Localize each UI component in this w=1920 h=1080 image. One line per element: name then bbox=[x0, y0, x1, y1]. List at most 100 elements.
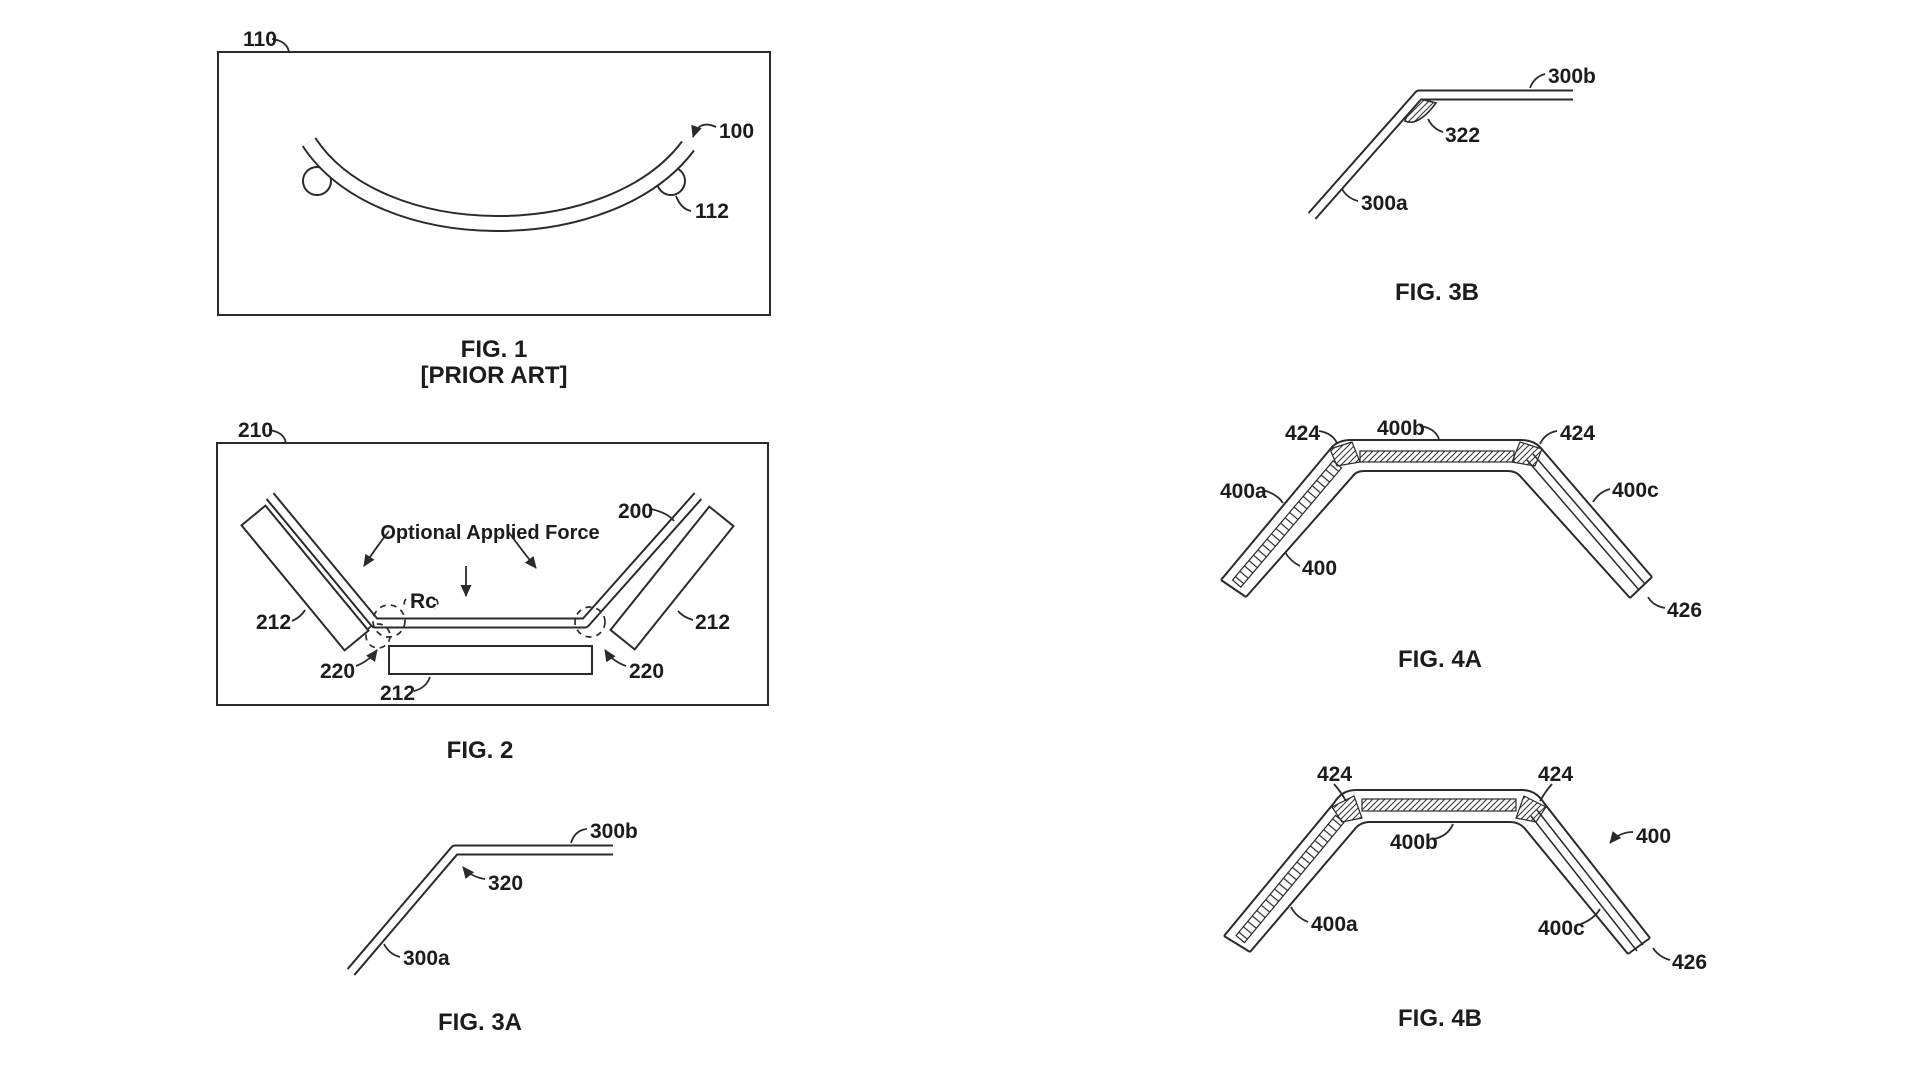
fig1-frame bbox=[217, 51, 771, 316]
fig4b-leader-400c bbox=[1580, 908, 1601, 925]
fig4b-ref-400a: 400a bbox=[1311, 913, 1358, 936]
fig4b-arrow-400 bbox=[1609, 831, 1634, 844]
fig2-caption: FIG. 2 bbox=[447, 737, 514, 764]
fig3b-leader-300b bbox=[1529, 73, 1546, 89]
fig2-hatched-bar-left bbox=[240, 504, 370, 652]
fig2-bend-radius-circle-right bbox=[574, 606, 606, 638]
fig2-leader-212-right bbox=[677, 610, 694, 621]
fig1-ref-110: 110 bbox=[243, 28, 277, 51]
fig4b-ref-424-right: 424 bbox=[1538, 763, 1573, 786]
fig4b-bend-wedge-right bbox=[1515, 795, 1547, 823]
fig3b-leader-300a bbox=[1341, 188, 1359, 202]
fig4b-inner-edge bbox=[1249, 821, 1629, 955]
figure-3a: 300b 320 300a FIG. 3A bbox=[346, 820, 638, 1036]
fig4b-end-caps bbox=[1223, 935, 1651, 955]
fig1-curved-beam bbox=[301, 137, 695, 232]
fig3a-ref-300b: 300b bbox=[590, 820, 638, 843]
fig4a-leader-426 bbox=[1647, 596, 1666, 609]
fig1-arrow-100 bbox=[691, 123, 717, 138]
fig4a-ref-424-right: 424 bbox=[1560, 422, 1595, 445]
fig3b-bent-strip-core bbox=[1309, 91, 1573, 219]
fig4b-ref-424-left: 424 bbox=[1317, 763, 1352, 786]
fig4a-ref-426: 426 bbox=[1667, 599, 1702, 622]
figure-4a: 424 400b 424 400a 400 400c 426 FIG. 4A bbox=[1220, 417, 1702, 673]
fig2-bent-strip-core bbox=[267, 493, 701, 627]
fig1-leader-112 bbox=[675, 195, 692, 212]
fig1-caption-prior-art: [PRIOR ART] bbox=[420, 362, 567, 389]
fig4b-ref-400c: 400c bbox=[1538, 917, 1585, 940]
fig4a-ref-400b: 400b bbox=[1377, 417, 1425, 440]
fig4a-outer-edge bbox=[1220, 439, 1653, 581]
fig4a-ref-400a: 400a bbox=[1220, 480, 1267, 503]
fig3b-ref-322: 322 bbox=[1445, 124, 1480, 147]
fig2-hatched-bar-bottom bbox=[388, 645, 593, 675]
fig1-support-left-circle bbox=[302, 166, 332, 196]
fig4b-leader-400a bbox=[1290, 906, 1309, 923]
fig2-ref-212-right: 212 bbox=[695, 611, 730, 634]
fig2-bend-radius-circle-left2 bbox=[365, 623, 391, 649]
fig4a-inner-edge bbox=[1245, 470, 1631, 599]
fig2-leader-200 bbox=[650, 508, 675, 522]
fig2-rc-label: Rc bbox=[410, 590, 437, 613]
fig4b-leader-424-right bbox=[1539, 783, 1553, 802]
fig2-arrow-220-left bbox=[355, 649, 378, 667]
fig4a-caption: FIG. 4A bbox=[1398, 646, 1482, 673]
fig4a-leader-400a bbox=[1262, 489, 1284, 504]
fig3a-arrow-320 bbox=[462, 866, 486, 880]
fig4b-ref-426: 426 bbox=[1672, 951, 1707, 974]
fig4a-leader-400c bbox=[1592, 488, 1611, 503]
fig2-ref-200: 200 bbox=[618, 500, 653, 523]
fig4a-ref-400c: 400c bbox=[1612, 479, 1659, 502]
fig2-force-arrow-right bbox=[506, 529, 537, 569]
fig3a-ref-320: 320 bbox=[488, 872, 523, 895]
fig1-ref-100: 100 bbox=[719, 120, 754, 143]
fig2-frame bbox=[216, 442, 769, 706]
fig4a-top-hatched-layer bbox=[1359, 450, 1515, 463]
fig2-force-arrow-left bbox=[363, 530, 390, 567]
fig3b-leader-322 bbox=[1427, 118, 1444, 133]
fig3a-bent-strip bbox=[346, 844, 613, 976]
figure-2: 210 Optional Applied Force Rc 212 212 21… bbox=[216, 419, 769, 764]
fig2-ref-212-bottom: 212 bbox=[380, 682, 415, 705]
figure-3b: 300b 322 300a FIG. 3B bbox=[1307, 65, 1596, 306]
fig4a-leader-424-left bbox=[1318, 430, 1338, 444]
fig4b-left-arm-hatched-layer bbox=[1235, 814, 1345, 944]
fig1-curved-beam-core bbox=[303, 138, 694, 230]
fig3a-leader-300b bbox=[570, 828, 588, 844]
fig4b-ref-400: 400 bbox=[1636, 825, 1671, 848]
fig4b-outer-edge bbox=[1223, 789, 1651, 939]
figure-4b: 424 424 400b 400a 400 400c 426 FIG. 4B bbox=[1223, 763, 1707, 1032]
fig2-bend-radius-circle-left bbox=[372, 604, 406, 638]
fig2-ref-220-left: 220 bbox=[320, 660, 355, 683]
fig4a-ref-424-left: 424 bbox=[1285, 422, 1320, 445]
fig3b-ref-300a: 300a bbox=[1361, 192, 1408, 215]
fig4a-leader-400b bbox=[1419, 425, 1440, 440]
fig4b-top-hatched-layer bbox=[1361, 798, 1517, 812]
fig2-rc-leader-ticks bbox=[403, 598, 439, 610]
fig4b-leader-400b bbox=[1433, 823, 1454, 840]
fig2-hatched-bar-right bbox=[609, 505, 735, 651]
fig4b-bend-wedge-left bbox=[1331, 795, 1363, 823]
fig2-force-label: Optional Applied Force bbox=[380, 522, 599, 544]
fig2-ref-212-left: 212 bbox=[256, 611, 291, 634]
fig2-leader-212-bottom bbox=[413, 676, 431, 692]
fig2-ref-210: 210 bbox=[238, 419, 273, 442]
figure-1: 110 100 112 FIG. 1 [PRIOR ART] bbox=[217, 28, 771, 389]
fig3b-ref-300b: 300b bbox=[1548, 65, 1596, 88]
fig4a-right-arm-laminate-lines bbox=[1526, 453, 1646, 591]
fig1-caption: FIG. 1 bbox=[461, 336, 528, 363]
fig1-ref-112: 112 bbox=[695, 200, 729, 223]
fig3b-caption: FIG. 3B bbox=[1395, 279, 1479, 306]
fig3a-ref-300a: 300a bbox=[403, 947, 450, 970]
fig4a-left-arm-hatched-layer bbox=[1231, 460, 1343, 588]
fig4a-ref-400: 400 bbox=[1302, 557, 1337, 580]
fig3a-caption: FIG. 3A bbox=[438, 1009, 522, 1036]
fig4a-end-caps bbox=[1220, 576, 1653, 599]
fig2-arrow-220-right bbox=[604, 649, 627, 667]
fig4b-leader-426 bbox=[1652, 947, 1671, 961]
fig3a-leader-300a bbox=[383, 943, 401, 958]
fig4b-right-arm-laminate-lines bbox=[1530, 809, 1644, 952]
fig2-ref-220-right: 220 bbox=[629, 660, 664, 683]
fig1-leader-110 bbox=[271, 38, 290, 53]
